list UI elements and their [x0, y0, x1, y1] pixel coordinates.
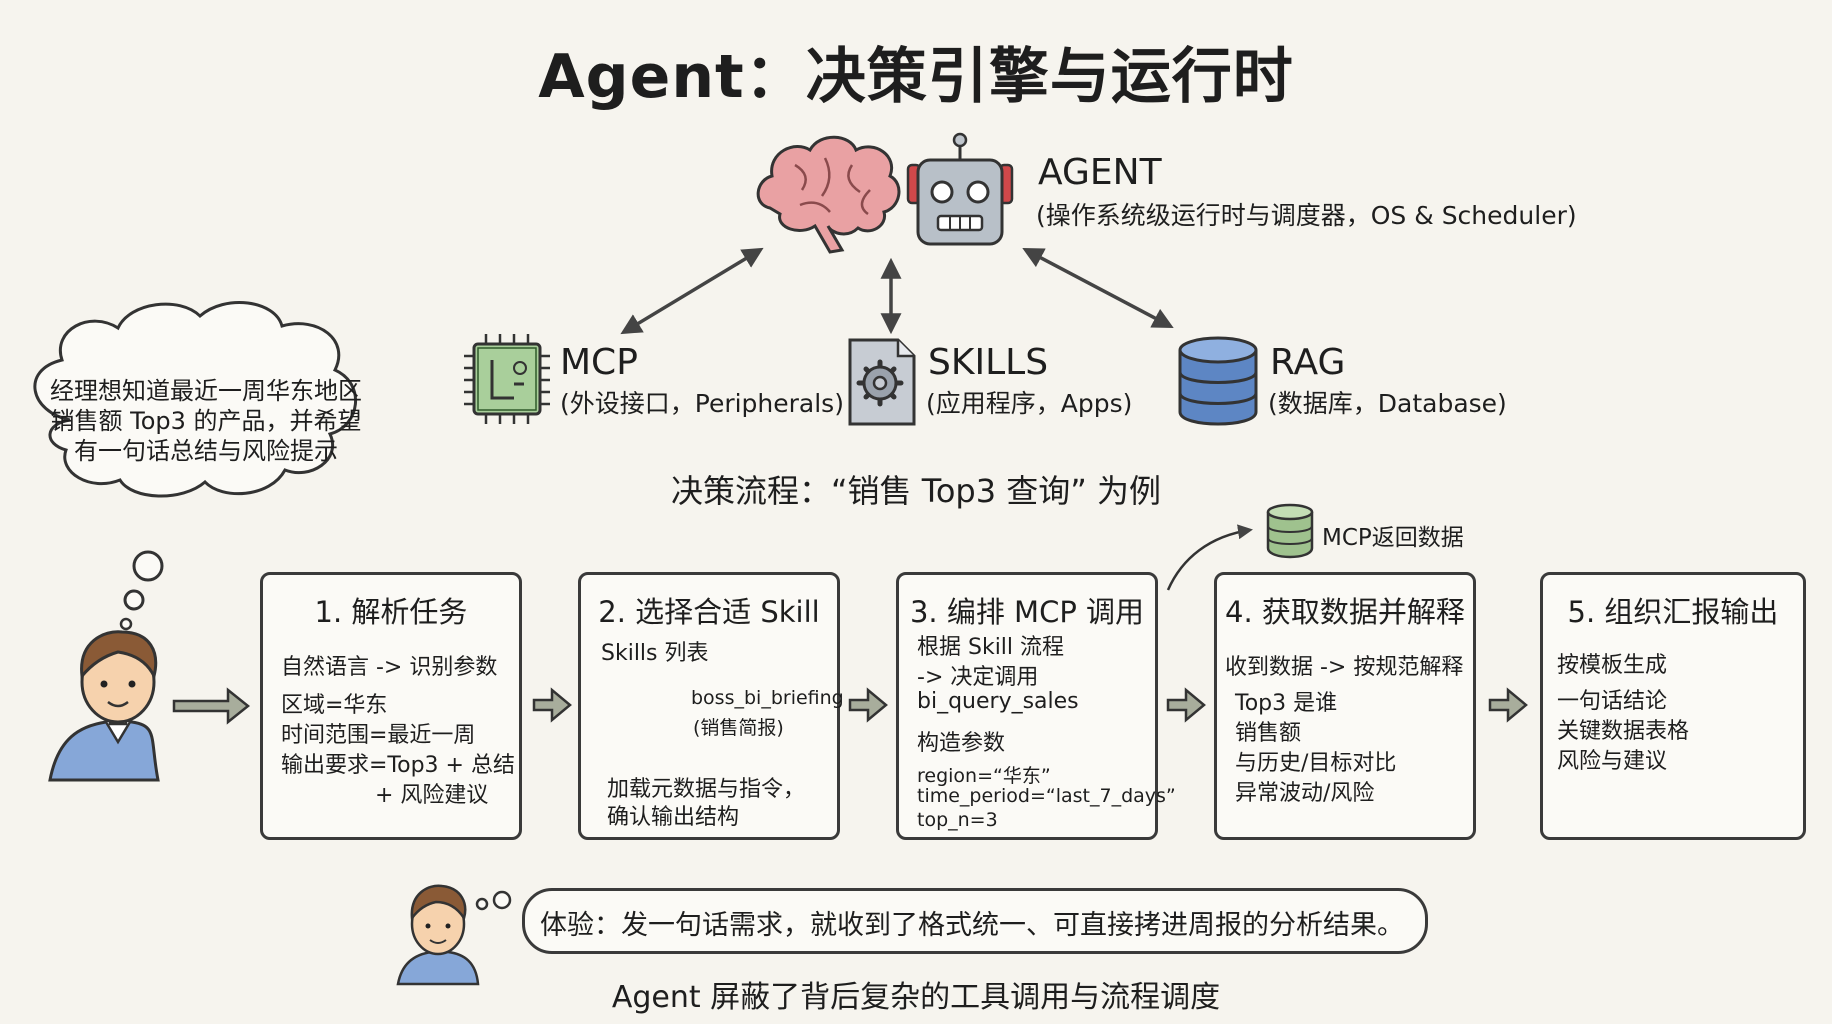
- mcp-return-label: MCP返回数据: [1322, 525, 1464, 551]
- step-line: 构造参数: [917, 731, 1006, 756]
- step-1-card: 1. 解析任务 自然语言 -> 识别参数 区域=华东 时间范围=最近一周 输出要…: [260, 572, 522, 840]
- skills-desc: (应用程序，Apps): [926, 389, 1133, 418]
- mcp-name: MCP: [560, 342, 638, 383]
- user-avatar: [396, 884, 512, 986]
- experience-bubble: [522, 888, 1428, 954]
- page-title: Agent：决策引擎与运行时: [538, 42, 1294, 112]
- step-title: 5. 组织汇报输出: [1567, 595, 1779, 629]
- step-line: -> 决定调用: [917, 665, 1039, 690]
- step-line: 确认输出结构: [607, 805, 740, 830]
- database-icon: [1178, 336, 1258, 426]
- rag-name: RAG: [1270, 342, 1346, 383]
- step-title: 4. 获取数据并解释: [1225, 595, 1465, 629]
- thought-text: 经理想知道最近一周华东地区销售额 Top3 的产品，并希望有一句话总结与风险提示: [50, 377, 362, 465]
- skill-desc: (销售简报): [693, 717, 784, 739]
- step-title: 2. 选择合适 Skill: [598, 595, 820, 629]
- footer-caption: Agent 屏蔽了背后复杂的工具调用与流程调度: [611, 980, 1221, 1015]
- mcp-desc: (外设接口，Peripherals): [560, 389, 844, 418]
- skills-name: SKILLS: [928, 342, 1049, 383]
- step-line: + 风险建议: [375, 783, 489, 808]
- step-line: 收到数据 -> 按规范解释: [1225, 655, 1464, 680]
- step-line: 自然语言 -> 识别参数: [281, 655, 498, 680]
- step-line: 加载元数据与指令，: [607, 777, 806, 802]
- brain-icon: [756, 135, 901, 254]
- step-4-card: 4. 获取数据并解释 收到数据 -> 按规范解释 Top3 是谁 销售额 与历史…: [1214, 572, 1476, 840]
- step-title: 1. 解析任务: [314, 595, 468, 629]
- agent-name: AGENT: [1038, 152, 1162, 193]
- param-line: region=“华东”: [917, 765, 1051, 787]
- step-line: 根据 Skill 流程: [917, 635, 1065, 660]
- manager-arrow: [172, 687, 251, 725]
- robot-icon: [906, 132, 1014, 246]
- step-line: bi_query_sales: [917, 689, 1079, 714]
- param-line: top_n=3: [917, 809, 998, 831]
- step-line: 区域=华东: [281, 693, 388, 718]
- step-line: Top3 是谁: [1235, 691, 1338, 716]
- mcp-return-arrow: [1166, 524, 1253, 591]
- step-line: 输出要求=Top3 + 总结: [281, 753, 515, 778]
- step-line: 异常波动/风险: [1235, 781, 1375, 806]
- step-line: 风险与建议: [1557, 749, 1668, 774]
- step-title: 3. 编排 MCP 调用: [909, 595, 1145, 629]
- agent-desc: (操作系统级运行时与调度器，OS & Scheduler): [1036, 201, 1577, 230]
- step-line: 按模板生成: [1557, 653, 1668, 678]
- step-line: 时间范围=最近一周: [281, 723, 476, 748]
- step-line: 销售额: [1235, 721, 1302, 746]
- flow-title: 决策流程：“销售 Top3 查询” 为例: [670, 472, 1162, 510]
- step-3-card: 3. 编排 MCP 调用 根据 Skill 流程 -> 决定调用 bi_quer…: [896, 572, 1176, 840]
- gear-document-icon: [848, 338, 916, 426]
- small-database-icon: [1266, 503, 1314, 559]
- step-line: 一句话结论: [1557, 689, 1668, 714]
- rag-desc: (数据库，Database): [1268, 389, 1507, 418]
- step-line: 与历史/目标对比: [1235, 751, 1397, 776]
- chip-icon: [464, 334, 550, 424]
- thought-cloud: [33, 301, 358, 631]
- manager-avatar: [48, 630, 160, 782]
- experience-text: 体验：发一句话需求，就收到了格式统一、可直接拷进周报的分析结果。: [540, 910, 1404, 941]
- step-5-card: 5. 组织汇报输出 按模板生成 一句话结论 关键数据表格 风险与建议: [1540, 572, 1806, 840]
- agent-connector-arrows: [620, 247, 1174, 335]
- step-line: 关键数据表格: [1557, 719, 1690, 744]
- param-line: time_period=“last_7_days”: [917, 785, 1176, 807]
- step-2-card: 2. 选择合适 Skill Skills 列表 boss_bi_briefing…: [578, 572, 844, 840]
- step-connector-arrows: [532, 687, 1528, 723]
- skill-name: boss_bi_briefing: [691, 687, 844, 709]
- skills-list-label: Skills 列表: [601, 641, 709, 666]
